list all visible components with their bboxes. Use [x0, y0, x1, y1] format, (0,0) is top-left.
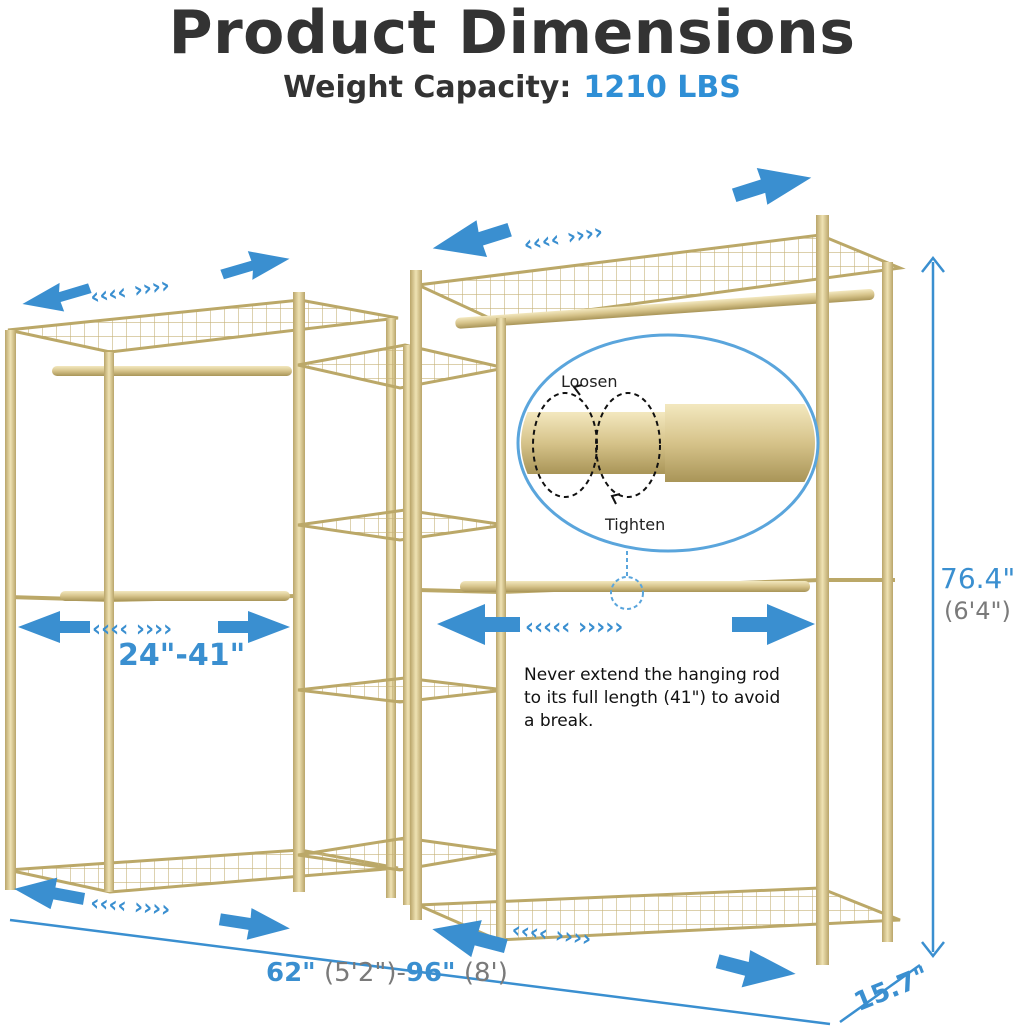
page-title: Product Dimensions: [168, 0, 856, 68]
left-post-front: [5, 330, 16, 890]
weight-capacity-label: Weight Capacity:: [283, 70, 572, 105]
svg-text:‹‹‹‹ ››››: ‹‹‹‹ ››››: [522, 219, 605, 258]
width-separator: -: [396, 958, 406, 988]
right-top-shelf: [412, 233, 906, 324]
weight-capacity: Weight Capacity: 1210 LBS: [0, 70, 1024, 105]
width-max: 96": [405, 958, 456, 988]
left-post-inner: [104, 352, 114, 892]
svg-text:‹‹‹‹ ››››: ‹‹‹‹ ››››: [89, 891, 171, 923]
left-top-rod: [52, 366, 292, 376]
svg-text:‹‹‹‹ ››››: ‹‹‹‹ ››››: [92, 617, 172, 642]
svg-text:‹‹‹‹ ››››: ‹‹‹‹ ››››: [89, 273, 172, 310]
dimension-lines: [9, 255, 945, 1026]
width-min-feet: (5'2"): [324, 958, 397, 988]
tighten-label: Tighten: [605, 515, 666, 534]
weight-capacity-value: 1210 LBS: [583, 70, 741, 105]
width-max-feet: (8'): [463, 958, 508, 988]
rod-callout: [516, 333, 820, 610]
left-post-back: [386, 318, 396, 898]
loosen-label: Loosen: [561, 372, 618, 391]
rod-range-label: 24"-41": [118, 638, 246, 673]
right-post-front-right: [816, 215, 829, 965]
warning-note: Never extend the hanging rod to its full…: [524, 665, 781, 731]
right-post-back-right: [882, 262, 893, 942]
width-label: 62" (5'2")-96" (8'): [266, 958, 508, 988]
left-top-shelf: [7, 298, 399, 354]
left-wardrobe-unit: [5, 292, 399, 898]
height-label: 76.4": [940, 562, 1016, 595]
width-min: 62": [266, 958, 316, 988]
left-post-mid: [293, 292, 305, 892]
right-wardrobe-unit: [410, 215, 906, 965]
right-post-front-left: [410, 270, 422, 920]
right-top-rod: [455, 289, 875, 329]
right-hanging-rod: [460, 581, 810, 592]
left-hanging-rod: [60, 591, 290, 601]
svg-text:‹‹‹‹‹ ›››››: ‹‹‹‹‹ ›››››: [525, 615, 623, 640]
height-feet-label: (6'4"): [944, 597, 1011, 625]
